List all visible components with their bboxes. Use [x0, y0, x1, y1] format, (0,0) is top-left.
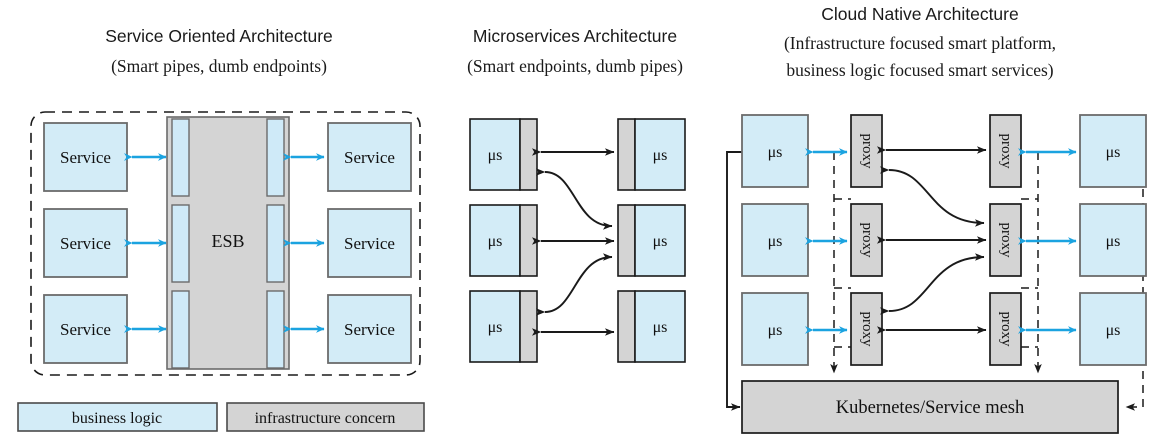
soa-service-right-2[interactable]: Service — [327, 208, 412, 278]
esb-label: ESB — [211, 231, 244, 251]
cn-node-label: μs — [1106, 144, 1121, 161]
cn-node-right-2[interactable]: μs — [1079, 203, 1147, 277]
ms-node-label: μs — [488, 319, 503, 336]
cn-proxy-right-3[interactable]: proxy — [989, 292, 1022, 366]
ms-curve-r1-to-r2 — [535, 168, 613, 230]
cloudnative-title: Cloud Native Architecture — [821, 4, 1018, 24]
soa-subtitle: (Smart pipes, dumb endpoints) — [111, 56, 327, 76]
legend-label-infrastructure-concern: infrastructure concern — [255, 410, 396, 427]
cn-proxy-label: proxy — [859, 223, 875, 258]
cn-node-label: μs — [1106, 233, 1121, 250]
esb-connector-left-3 — [171, 290, 190, 369]
cn-proxy-label: proxy — [998, 134, 1014, 169]
soa-service-right-1[interactable]: Service — [327, 122, 412, 192]
ms-node-right-1[interactable]: μs — [617, 118, 686, 191]
ms-node-label: μs — [653, 147, 668, 164]
cn-curve-r3-to-r2 — [879, 253, 985, 315]
cn-proxy-label: proxy — [998, 223, 1014, 258]
soa-service-label: Service — [344, 148, 395, 167]
ms-node-left-1[interactable]: μs — [469, 118, 538, 191]
soa-arrow-group-right — [283, 153, 325, 333]
cn-proxy-label: proxy — [998, 312, 1014, 347]
cn-rail-far-right — [1124, 151, 1144, 411]
soa-title: Service Oriented Architecture — [105, 26, 333, 46]
microservices-subtitle: (Smart endpoints, dumb pipes) — [467, 56, 683, 76]
cn-proxy-left-3[interactable]: proxy — [850, 292, 883, 366]
soa-panel: ESB Service Service Service Service S — [30, 111, 421, 376]
cn-proxy-left-1[interactable]: proxy — [850, 114, 883, 188]
cn-node-left-1[interactable]: μs — [741, 114, 809, 188]
soa-boundary — [30, 111, 421, 376]
ms-node-right-3[interactable]: μs — [617, 290, 686, 363]
legend-item-business-logic: business logic — [17, 402, 218, 432]
microservices-title: Microservices Architecture — [473, 26, 677, 46]
ms-node-label: μs — [488, 147, 503, 164]
cn-node-label: μs — [768, 322, 783, 339]
cn-dashed-rails — [830, 151, 1144, 411]
soa-service-left-1[interactable]: Service — [43, 122, 128, 192]
esb-connector-right-2 — [266, 204, 285, 283]
legend-label-business-logic: business logic — [72, 410, 162, 427]
cn-proxy-right-2[interactable]: proxy — [989, 203, 1022, 277]
soa-service-label: Service — [344, 234, 395, 253]
soa-service-right-3[interactable]: Service — [327, 294, 412, 364]
ms-node-left-3[interactable]: μs — [469, 290, 538, 363]
esb-connector-left-1 — [171, 118, 190, 197]
soa-service-label: Service — [60, 234, 111, 253]
cn-blue-arrows — [805, 148, 1077, 334]
legend-swatch-infrastructure-concern — [226, 402, 425, 432]
cn-platform-label: Kubernetes/Service mesh — [836, 398, 1025, 418]
cloudnative-subtitle-line1: (Infrastructure focused smart platform, — [784, 33, 1056, 53]
cn-rail-far-left — [726, 151, 742, 411]
ms-straight-arrows — [532, 148, 615, 336]
cn-node-label: μs — [1106, 322, 1121, 339]
soa-service-label: Service — [60, 320, 111, 339]
cn-black-arrows — [877, 146, 987, 334]
ms-node-right-2[interactable]: μs — [617, 204, 686, 277]
soa-arrow-group-left — [124, 153, 167, 333]
cn-platform[interactable]: Kubernetes/Service mesh — [741, 380, 1119, 434]
legend-swatch-business-logic — [17, 402, 218, 432]
soa-service-label: Service — [60, 148, 111, 167]
microservices-panel: μs μs μs μs μs μs — [469, 118, 686, 363]
legend: business logic infrastructure concern — [17, 402, 425, 432]
cloudnative-subtitle-line2: business logic focused smart services) — [786, 60, 1053, 80]
cn-node-right-1[interactable]: μs — [1079, 114, 1147, 188]
cn-node-label: μs — [768, 144, 783, 161]
cn-node-left-2[interactable]: μs — [741, 203, 809, 277]
ms-node-left-2[interactable]: μs — [469, 204, 538, 277]
legend-item-infrastructure-concern: infrastructure concern — [226, 402, 425, 432]
cn-node-right-3[interactable]: μs — [1079, 292, 1147, 366]
soa-service-label: Service — [344, 320, 395, 339]
esb-connector-left-2 — [171, 204, 190, 283]
soa-service-left-2[interactable]: Service — [43, 208, 128, 278]
esb-connector-right-1 — [266, 118, 285, 197]
cn-curve-r1-to-r2 — [879, 166, 985, 227]
cn-proxy-label: proxy — [859, 134, 875, 169]
ms-node-label: μs — [653, 319, 668, 336]
cloudnative-panel: μs μs μs proxy proxy proxy proxy — [726, 114, 1147, 434]
esb-connector-right-3 — [266, 290, 285, 369]
cn-node-label: μs — [768, 233, 783, 250]
cn-proxy-label: proxy — [859, 312, 875, 347]
cn-proxy-right-1[interactable]: proxy — [989, 114, 1022, 188]
ms-curve-r3-to-r2 — [535, 253, 613, 316]
cn-node-left-3[interactable]: μs — [741, 292, 809, 366]
ms-node-label: μs — [488, 233, 503, 250]
ms-node-label: μs — [653, 233, 668, 250]
soa-service-left-3[interactable]: Service — [43, 294, 128, 364]
cn-proxy-left-2[interactable]: proxy — [850, 203, 883, 277]
